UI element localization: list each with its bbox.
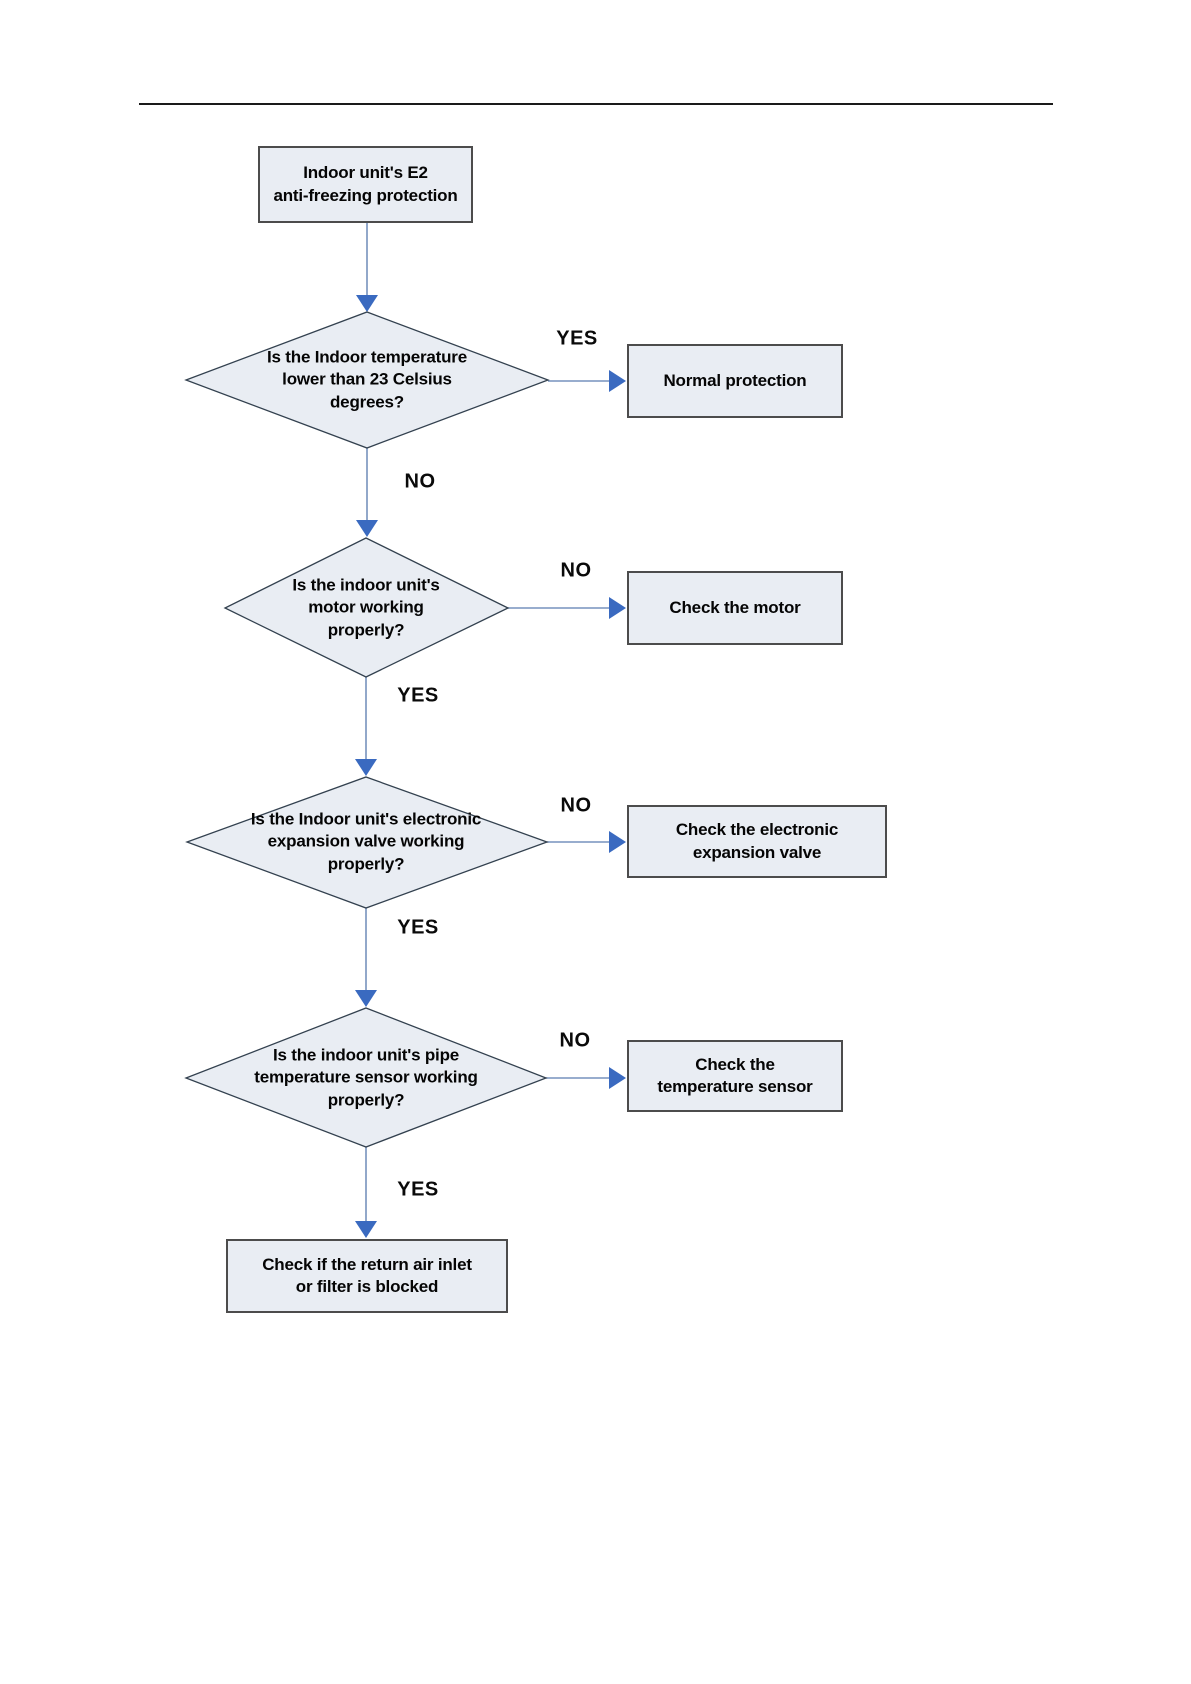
end-box: Check if the return air inlet or filter …: [226, 1239, 508, 1313]
check-expansion-valve-label: Check the electronic expansion valve: [675, 820, 839, 862]
decision-2-yes-label: YES: [397, 684, 439, 707]
decision-1-yes-label: YES: [556, 327, 598, 350]
arrowhead-decision-3: [355, 759, 377, 776]
check-motor-label: Check the motor: [669, 597, 801, 617]
decision-2-diamond: [223, 537, 510, 678]
end-box-label: Check if the return air inlet or filter …: [262, 1254, 472, 1296]
arrowhead-decision-2: [356, 520, 378, 537]
header-rule: [139, 103, 1053, 105]
start-box: Indoor unit's E2 anti-freezing protectio…: [258, 146, 473, 223]
decision-4-yes-label: YES: [397, 1178, 439, 1201]
decision-2-question: Is the indoor unit's motor working prope…: [292, 575, 440, 640]
check-motor-box: Check the motor: [627, 571, 843, 645]
arrowhead-normal-protection: [609, 370, 626, 392]
decision-1-diamond: [184, 311, 550, 449]
check-temperature-sensor-label: Check the temperature sensor: [657, 1054, 813, 1096]
start-box-label: Indoor unit's E2 anti-freezing protectio…: [273, 163, 458, 205]
check-expansion-valve-box: Check the electronic expansion valve: [627, 805, 887, 878]
normal-protection-box: Normal protection: [627, 344, 843, 418]
decision-4-no-label: NO: [559, 1029, 591, 1052]
decision-4-diamond: [184, 1007, 548, 1148]
decision-3-no-label: NO: [560, 794, 592, 817]
decision-2-no-label: NO: [560, 559, 592, 582]
check-temperature-sensor-box: Check the temperature sensor: [627, 1040, 843, 1112]
decision-1-question: Is the Indoor temperature lower than 23 …: [267, 347, 467, 412]
arrowhead-decision-1: [356, 295, 378, 312]
normal-protection-label: Normal protection: [663, 370, 807, 390]
arrowhead-check-sensor: [609, 1067, 626, 1089]
arrowhead-check-eev: [609, 831, 626, 853]
arrowhead-check-motor: [609, 597, 626, 619]
arrowhead-end-box: [355, 1221, 377, 1238]
decision-3-question: Is the Indoor unit's electronic expansio…: [250, 809, 482, 874]
decision-1-no-label: NO: [404, 470, 436, 493]
arrowhead-decision-4: [355, 990, 377, 1007]
decision-3-diamond: [185, 776, 549, 909]
decision-4-question: Is the indoor unit's pipe temperature se…: [254, 1045, 478, 1110]
decision-3-yes-label: YES: [397, 916, 439, 939]
